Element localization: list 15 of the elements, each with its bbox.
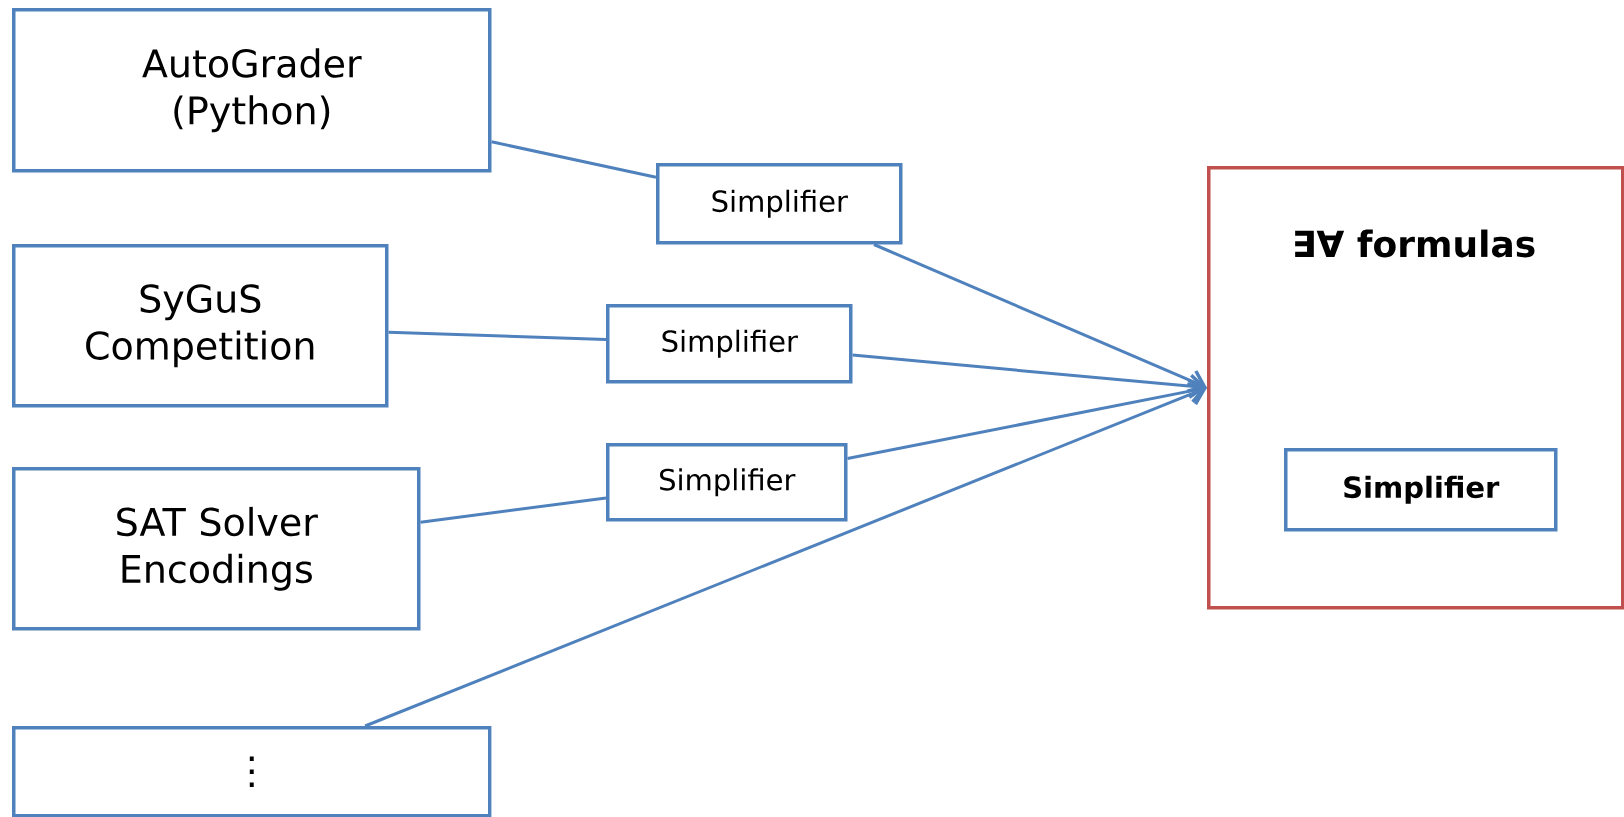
simplifier-box: Simplifier: [606, 443, 848, 522]
arrow: [873, 243, 1207, 393]
simplifier-box: Simplifier: [656, 163, 903, 245]
connector-line: [420, 496, 607, 524]
simplifier-box: Simplifier: [1284, 448, 1558, 532]
process-box: SAT Solver Encodings: [12, 467, 421, 631]
arrow: [847, 378, 1207, 461]
connector-line: [491, 140, 657, 179]
arrow: [364, 382, 1207, 728]
simplifier-box: Simplifier: [606, 304, 853, 384]
process-box: ⋮: [12, 726, 492, 817]
process-box: AutoGrader (Python): [12, 8, 492, 173]
connector-line: [388, 330, 607, 342]
arrow: [852, 353, 1207, 399]
process-box: SyGuS Competition: [12, 244, 389, 408]
